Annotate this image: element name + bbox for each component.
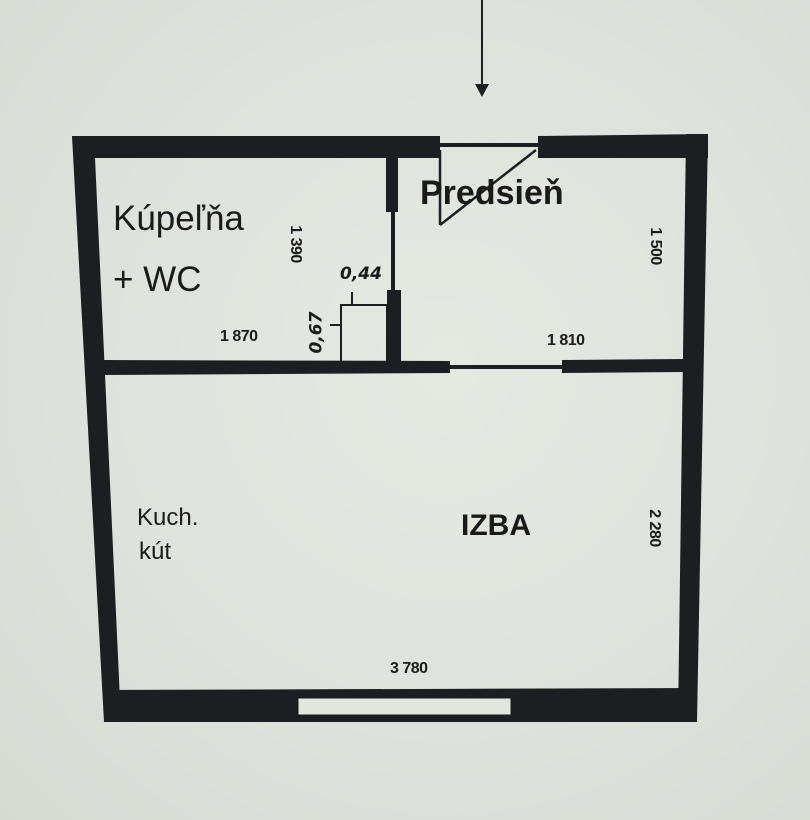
room-label-hallway: Predsieň	[420, 174, 564, 212]
room-label-bathroom: Kúpeľňa	[113, 199, 244, 238]
door-swing	[438, 149, 537, 226]
room-label-bathroom-wc: + WC	[113, 260, 202, 299]
room-label-kitchen-line2: kút	[139, 538, 172, 565]
dimension-room-depth: 2 280	[645, 509, 663, 547]
dimension-shaft-depth: 0,67	[306, 311, 327, 354]
dimension-shaft-width: 0,44	[340, 264, 382, 284]
dimension-bathroom-depth: 1 390	[286, 225, 304, 263]
interior-walls	[100, 150, 684, 375]
dimension-hallway-width: 1 810	[547, 332, 585, 349]
dimension-hallway-depth: 1 500	[646, 227, 664, 265]
dimension-room-width: 3 780	[390, 660, 428, 677]
entrance-arrow-icon	[475, 0, 489, 97]
window	[297, 697, 512, 716]
room-label-izba: IZBA	[461, 509, 531, 542]
installation-shaft	[330, 292, 388, 363]
dimension-bathroom-width: 1 870	[220, 328, 258, 345]
outer-walls	[72, 134, 708, 722]
room-label-kitchen: Kuch.	[137, 504, 199, 531]
